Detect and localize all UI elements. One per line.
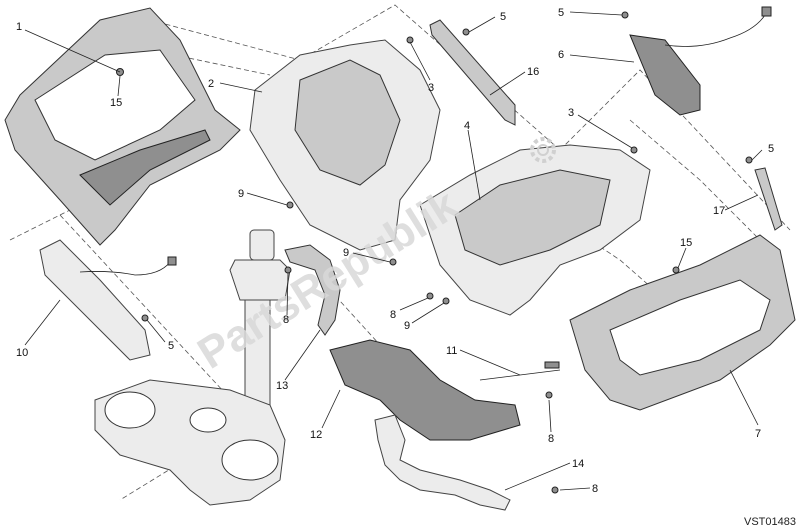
callout-2: 2 [208,78,214,90]
gear-icon [530,137,556,163]
callout-8-c: 8 [548,433,554,445]
callout-14: 14 [572,458,584,470]
callout-5-left: 5 [168,340,174,352]
bracket-16-part [429,19,516,126]
callout-9-b: 9 [343,247,349,259]
side-bracket-10-part [39,239,177,361]
callout-5-right: 5 [768,143,774,155]
callout-5-topright: 5 [558,7,564,19]
steering-head-part [94,229,291,506]
lower-duct-12-part [329,339,521,441]
callout-12: 12 [310,429,322,441]
callout-8-a: 8 [283,314,289,326]
callout-6: 6 [558,49,564,61]
lower-fairing-part [569,234,796,411]
drawing-code: VST01483 [744,516,796,528]
callout-17: 17 [713,205,725,217]
callout-10: 10 [16,347,28,359]
support-plate-14-part [374,414,511,511]
bracket-13-part [284,244,341,336]
callout-13: 13 [276,380,288,392]
left-air-duct-part [249,39,441,251]
front-frame-part [4,7,241,246]
callout-9-a: 9 [238,188,244,200]
leader-lines [24,11,763,491]
right-air-duct-part [419,144,651,316]
bracket-17-part [754,167,783,231]
callout-4: 4 [464,120,470,132]
callout-3-right: 3 [568,107,574,119]
callout-16: 16 [527,66,539,78]
callout-7: 7 [755,428,761,440]
fasteners [116,11,753,494]
callout-11: 11 [446,345,457,357]
callout-5-top: 5 [500,11,506,23]
light-unit-part [629,6,772,116]
callout-1: 1 [16,21,22,33]
callout-9-c: 9 [404,320,410,332]
callout-8-b: 8 [390,309,396,321]
callout-8-d: 8 [592,483,598,495]
callout-labels: 1 2 3 3 4 5 5 5 5 6 7 8 8 8 8 9 9 9 10 1… [16,7,774,495]
callout-15-right: 15 [680,237,692,249]
callout-3-upper: 3 [428,82,434,94]
callout-15-left: 15 [110,97,122,109]
